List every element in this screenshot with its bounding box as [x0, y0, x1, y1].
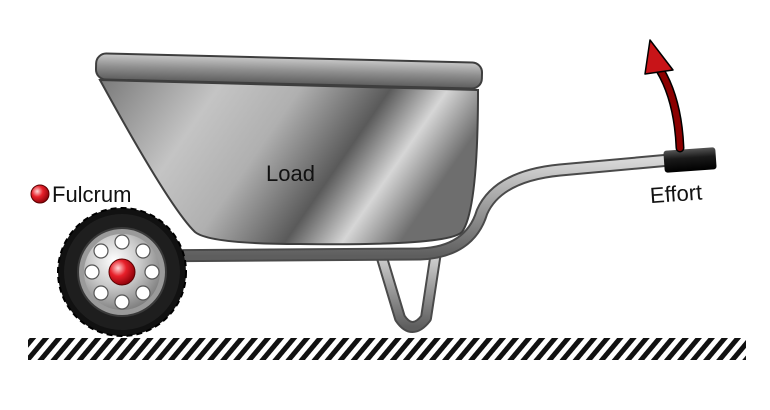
load-label: Load: [266, 161, 315, 186]
effort-label: Effort: [649, 179, 703, 208]
fulcrum-legend-marker: [30, 184, 50, 204]
wheel: [57, 207, 187, 337]
handle-grip: [663, 147, 717, 173]
ground-hatch: [28, 338, 746, 360]
wheelbarrow-tray: [98, 78, 480, 246]
fulcrum-label: Fulcrum: [52, 182, 131, 207]
fulcrum-axle-marker: [108, 258, 136, 286]
effort-arrow: [644, 39, 685, 153]
wheelbarrow-rim: [94, 52, 484, 90]
